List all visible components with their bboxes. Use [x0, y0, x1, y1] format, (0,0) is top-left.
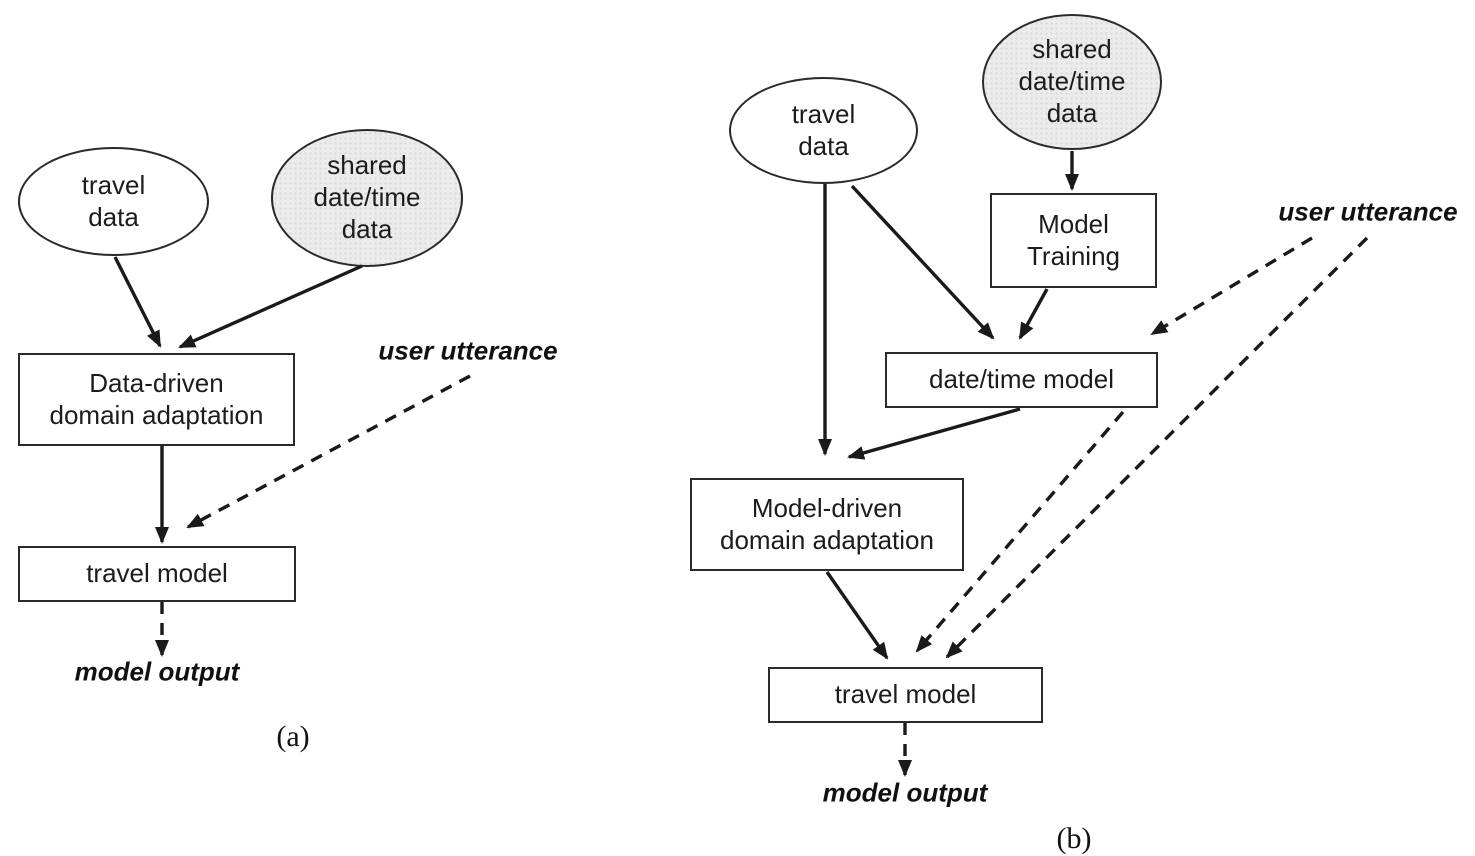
- node-b-model-driven-domain-adaptation: Model-driven domain adaptation: [690, 478, 964, 571]
- node-a-shared-date-time-data: shared date/time data: [271, 129, 463, 267]
- label-a-model-output: model output: [74, 656, 240, 687]
- node-a-data-driven-domain-adaptation: Data-driven domain adaptation: [18, 353, 295, 446]
- node-a-travel-data: travel data: [18, 147, 209, 256]
- node-b-date-time-model: date/time model: [885, 352, 1158, 408]
- edge-b-model-training-to-datetime-model: [1018, 288, 1049, 340]
- edge-b-user-utterance-to-datetime-model: [1150, 236, 1313, 336]
- node-b-shared-date-time-data: shared date/time data: [982, 14, 1162, 150]
- edge-a-shared-data-to-adaptation: [178, 264, 363, 349]
- label-b-user-utterance: user utterance: [1278, 196, 1458, 227]
- edge-b-adaptation-to-travel-model: [825, 571, 889, 660]
- edge-b-travel-data-to-datetime-model: [850, 184, 995, 340]
- node-b-travel-model: travel model: [768, 667, 1043, 723]
- caption-panel-a: (a): [276, 720, 310, 753]
- edge-b-user-utterance-to-travel-model: [945, 236, 1369, 659]
- node-a-travel-model: travel model: [18, 546, 296, 602]
- label-b-model-output: model output: [822, 777, 988, 808]
- node-b-model-training: Model Training: [990, 193, 1157, 288]
- edge-a-travel-data-to-adaptation: [113, 256, 162, 348]
- node-b-travel-data: travel data: [729, 77, 918, 184]
- label-a-user-utterance: user utterance: [378, 335, 558, 366]
- edge-b-datetime-model-to-adaptation: [847, 407, 1021, 460]
- caption-panel-b: (b): [1056, 822, 1092, 855]
